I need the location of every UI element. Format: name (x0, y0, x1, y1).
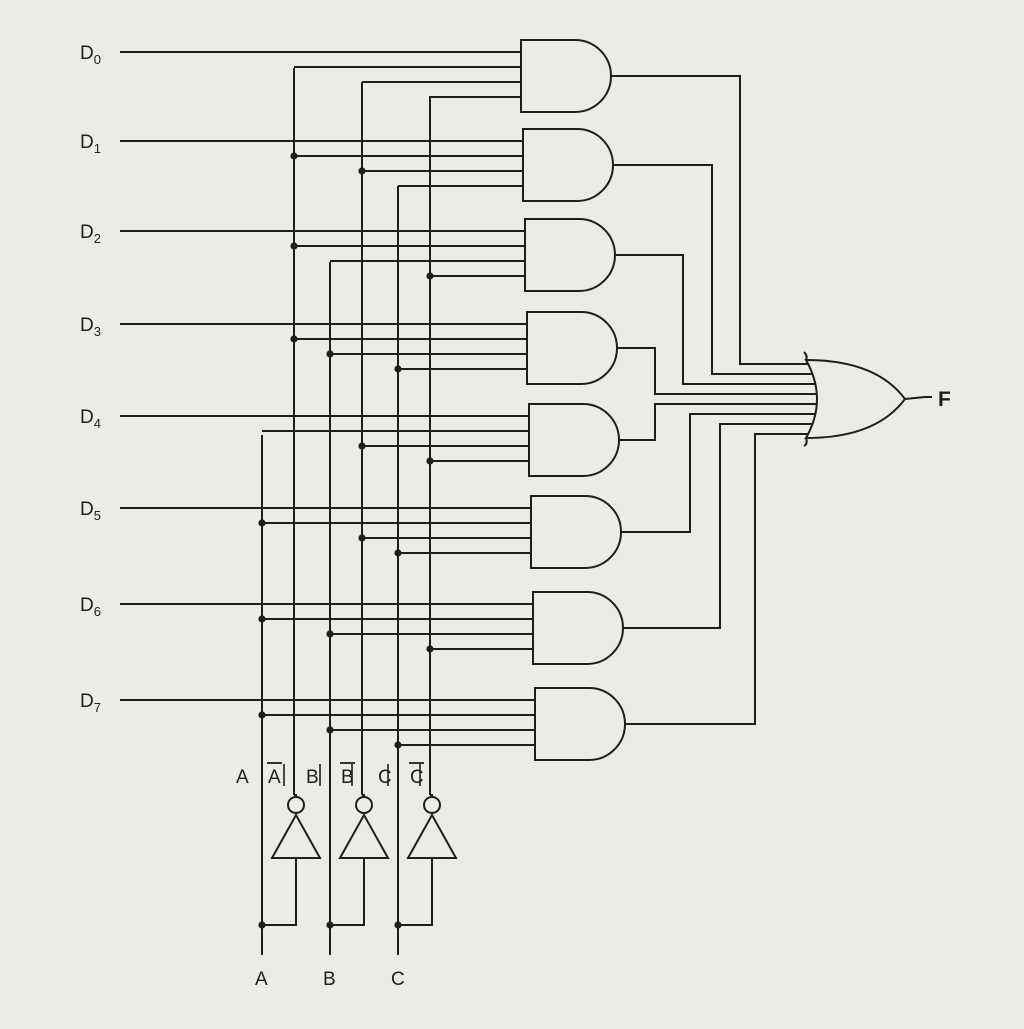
data-input-label-5: D5 (80, 499, 101, 523)
or-gate (804, 358, 907, 440)
data-input-label-7: D7 (80, 691, 101, 715)
output-label: F (938, 388, 951, 411)
junction-dots (258, 152, 434, 929)
and-gate-5 (530, 495, 622, 569)
junction-dot (426, 645, 434, 653)
data-input-label-4: D4 (80, 407, 101, 431)
inverter-b (338, 812, 390, 859)
junction-dot (358, 534, 366, 542)
inverter-bubble (423, 796, 441, 814)
junction-dot (326, 350, 334, 358)
rail-label-b: B (306, 767, 319, 788)
and-gate-2 (524, 218, 616, 292)
inverter-a (270, 812, 322, 859)
rail-label-ab: A (268, 767, 281, 788)
junction-dot (358, 442, 366, 450)
inverter-c (406, 812, 458, 859)
data-input-label-2: D2 (80, 222, 101, 246)
junction-dot (326, 921, 334, 929)
junction-dot (394, 741, 402, 749)
rail-label-bb: B (341, 767, 354, 788)
junction-dot (290, 152, 298, 160)
junction-dot (394, 549, 402, 557)
junction-dot (358, 167, 366, 175)
junction-dot (394, 365, 402, 373)
inverter-input-wire (398, 858, 433, 926)
and-gate-3 (526, 311, 618, 385)
or-output-wire (904, 396, 932, 400)
junction-dot (426, 457, 434, 465)
junction-dot (290, 335, 298, 343)
junction-dot (394, 921, 402, 929)
data-input-label-1: D1 (80, 132, 101, 156)
and-to-or-wire-2 (615, 254, 816, 385)
junction-dot (290, 242, 298, 250)
and-gate-7 (534, 687, 626, 761)
data-input-label-0: D0 (80, 43, 101, 67)
rail-label-c: C (378, 767, 392, 788)
wires (120, 51, 932, 955)
and-to-or-wire-3 (617, 347, 816, 395)
and-gate-4 (528, 403, 620, 477)
junction-dot (258, 711, 266, 719)
select-input-label-b: B (323, 969, 336, 990)
junction-dot (258, 615, 266, 623)
and-to-or-wire-5 (621, 413, 816, 533)
data-input-label-3: D3 (80, 315, 101, 339)
and-to-or-wire-6 (623, 423, 816, 629)
junction-dot (426, 272, 434, 280)
junction-dot (258, 519, 266, 527)
select-input-label-a: A (255, 969, 268, 990)
or-gate-back (803, 351, 808, 361)
rail-label-a: A (236, 767, 249, 788)
junction-dot (326, 726, 334, 734)
inverter-input-wire (330, 858, 365, 926)
and-to-or-wire-4 (619, 403, 816, 441)
inverter-bubble (355, 796, 373, 814)
and-to-or-wire-1 (613, 164, 816, 375)
data-input-label-6: D6 (80, 595, 101, 619)
select-input-label-c: C (391, 969, 405, 990)
inverter-bubble (287, 796, 305, 814)
inverter-input-wire (262, 858, 297, 926)
and-to-or-wire-7 (625, 433, 816, 725)
junction-dot (258, 921, 266, 929)
rail-label-cb: C (410, 767, 424, 788)
and-gate-0 (520, 39, 612, 113)
and-to-or-wire-0 (611, 75, 816, 365)
and-gate-6 (532, 591, 624, 665)
junction-dot (326, 630, 334, 638)
and-gate-1 (522, 128, 614, 202)
logic-gates (270, 39, 907, 859)
or-gate-back (803, 437, 808, 447)
